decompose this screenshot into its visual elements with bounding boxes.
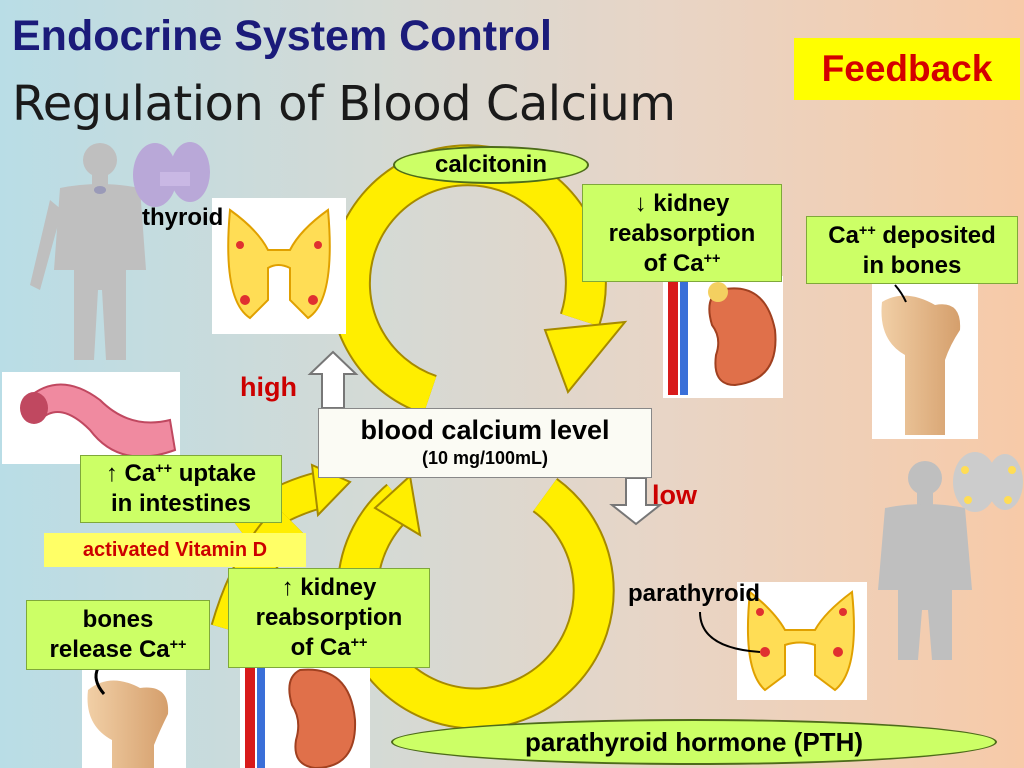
kidney-illustration-bottom: [245, 665, 357, 768]
blood-calcium-box: blood calcium level (10 mg/100mL): [318, 408, 652, 478]
intestine-illustration: [20, 383, 177, 458]
vitamin-d-label: activated Vitamin D: [44, 533, 306, 567]
kidney-reabsorption-decrease-box: ↓ kidney reabsorption of Ca++: [582, 184, 782, 282]
blood-calcium-label: blood calcium level: [360, 415, 610, 445]
title-line-1: Endocrine System Control: [12, 12, 552, 60]
human-silhouette-right: [878, 461, 972, 660]
lower-loop-arrowhead: [373, 474, 422, 537]
calcium-deposited-box: Ca++ deposited in bones: [806, 216, 1018, 284]
blood-calcium-normal-range: (10 mg/100mL): [421, 448, 549, 468]
down-arrow-icon: ↓: [634, 190, 647, 217]
calcitonin-oval: calcitonin: [393, 146, 589, 184]
thyroid-gland-icon: [133, 142, 210, 207]
intestine-uptake-box: ↑ Ca++ uptake in intestines: [80, 455, 282, 523]
low-arrow-icon: [609, 477, 663, 526]
bone-illustration-bottom: [87, 667, 169, 768]
parathyroid-label: parathyroid: [628, 580, 761, 607]
low-label: low: [652, 480, 697, 510]
pth-oval: parathyroid hormone (PTH): [391, 719, 997, 765]
thyroid-illustration: [227, 208, 331, 320]
feedback-badge: Feedback: [794, 38, 1020, 100]
upper-feedback-loop: [328, 144, 628, 415]
upper-loop-arrowhead: [543, 320, 628, 394]
parathyroid-gland-icon: [953, 452, 1023, 512]
up-arrow-icon: ↑: [281, 574, 294, 601]
thyroid-label: thyroid: [142, 204, 224, 231]
bone-illustration-top: [881, 284, 961, 435]
bones-release-box: bones release Ca++: [26, 600, 210, 670]
up-arrow-icon: ↑: [105, 460, 118, 487]
high-arrow-icon: [307, 350, 359, 409]
human-silhouette-left: [30, 143, 146, 360]
parathyroid-illustration: [699, 590, 855, 692]
title-line-2: Regulation of Blood Calcium: [12, 76, 676, 132]
high-label: high: [240, 372, 297, 402]
kidney-reabsorption-increase-box: ↑ kidney reabsorption of Ca++: [228, 568, 430, 668]
kidney-illustration-top: [668, 280, 777, 395]
